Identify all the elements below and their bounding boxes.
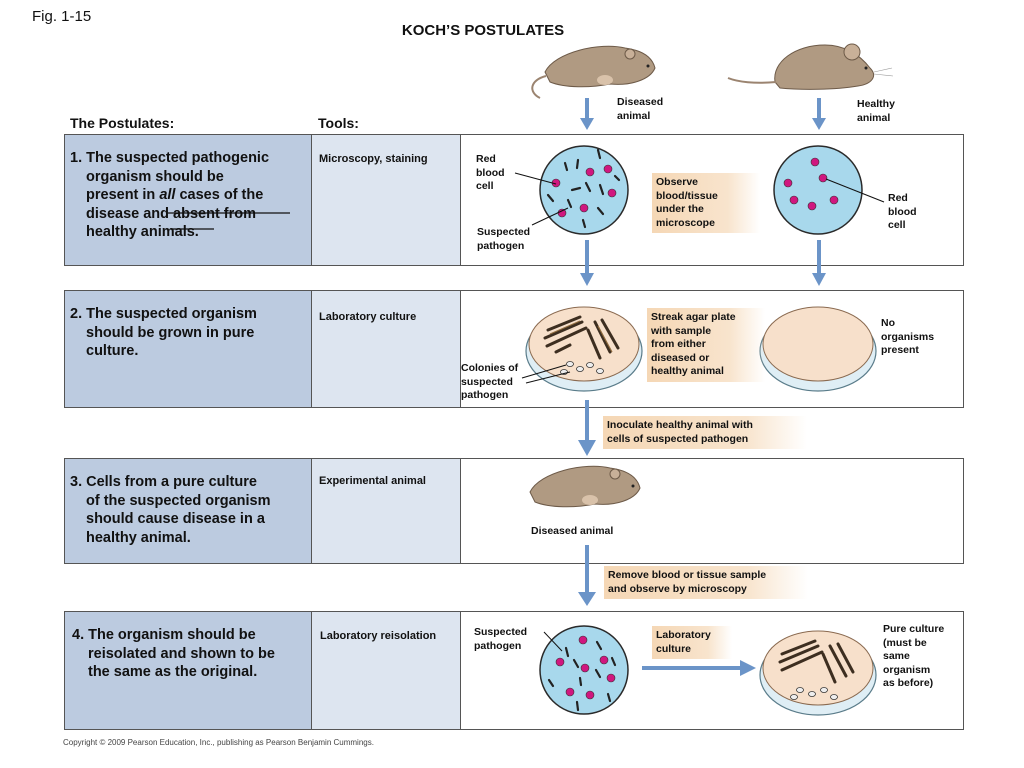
arrow-slide-to-plate-left: [585, 240, 589, 276]
arrow-slide-to-culture: [642, 666, 742, 670]
postulate-text-2: 2. The suspected organism should be grow…: [70, 306, 257, 359]
postulate-cell-4: 4. The organism should be reisolated and…: [65, 612, 312, 729]
tool-label-1: Microscopy, staining: [319, 153, 428, 165]
postulate-text-3: 3. Cells from a pure culture of the susp…: [70, 474, 271, 546]
arrow-healthy-down: [817, 98, 821, 120]
postulate-cell-3: 3. Cells from a pure culture of the susp…: [65, 459, 312, 563]
tool-cell-3: Experimental animal: [312, 459, 461, 563]
postulate-text-4: 4. The organism should be reisolated and…: [72, 627, 275, 680]
diseased-agar-plate: [525, 306, 643, 392]
diseased-animal-row3-label: Diseased animal: [531, 525, 614, 537]
figure-label: Fig. 1-15: [32, 8, 92, 25]
arrow-slide-to-plate-right: [817, 240, 821, 276]
tool-label-2: Laboratory culture: [319, 311, 417, 323]
tool-cell-4: Laboratory reisolation: [312, 612, 461, 729]
arrow-diseased-down: [585, 98, 589, 120]
postulates-header: The Postulates:: [70, 115, 175, 131]
tool-label-4: Laboratory reisolation: [320, 630, 437, 642]
tool-cell-2: Laboratory culture: [312, 291, 461, 407]
colonies-leader-lines: [521, 364, 571, 384]
healthy-blood-slide: [773, 145, 863, 235]
diseased-mouse-icon: [531, 45, 656, 99]
healthy-agar-plate: [759, 306, 877, 392]
reisolation-blood-slide: [539, 625, 629, 715]
pure-culture-plate: [759, 630, 877, 716]
tool-label-3: Experimental animal: [319, 475, 426, 487]
flow-arrows: [578, 98, 826, 676]
tools-header: Tools:: [318, 115, 359, 131]
pathogen-leader-line: [543, 631, 563, 652]
page-title: KOCH’S POSTULATES: [401, 22, 565, 39]
row1-leader-lines: [514, 172, 885, 226]
postulate-cell-2: 2. The suspected organism should be grow…: [65, 291, 312, 407]
tool-cell-1: Microscopy, staining: [312, 135, 461, 265]
postulate-row-3: 3. Cells from a pure culture of the susp…: [64, 458, 964, 564]
diseased-mouse-row3-icon: [529, 465, 641, 508]
arrow-plate-to-mouse: [585, 400, 589, 442]
copyright-notice: Copyright © 2009 Pearson Education, Inc.…: [63, 738, 374, 747]
diseased-blood-slide: [539, 145, 629, 235]
arrow-mouse-to-slide: [585, 545, 589, 595]
healthy-mouse-icon: [727, 43, 894, 90]
